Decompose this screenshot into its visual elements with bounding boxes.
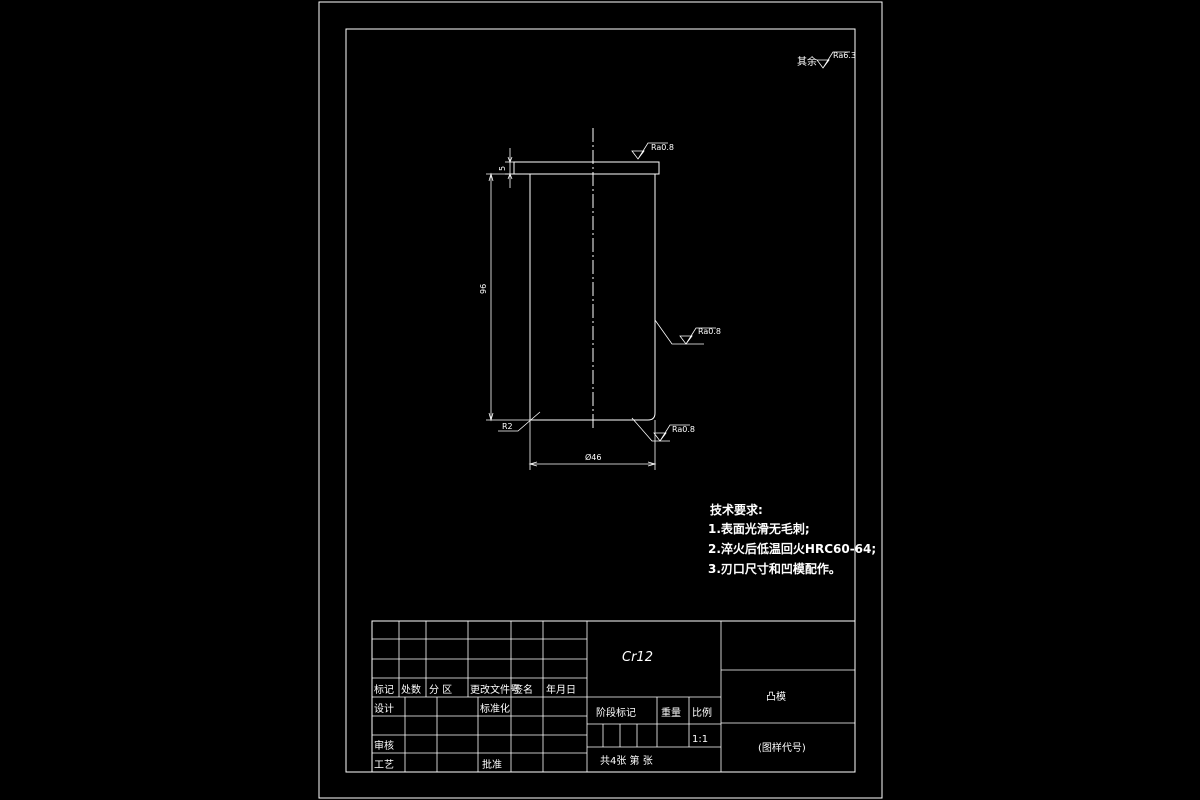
tb-weight: 重量	[661, 706, 681, 719]
punch-part	[513, 128, 660, 428]
body-height-value: 96	[479, 284, 488, 294]
tb-stage-mark: 阶段标记	[596, 706, 636, 719]
side-finish-value: Ra0.8	[698, 327, 721, 336]
tb-drawing-code: (图样代号)	[758, 741, 806, 754]
tb-part-name: 凸模	[766, 691, 786, 703]
bottom-finish-symbol	[653, 424, 690, 442]
tb-zone: 分 区	[429, 684, 452, 696]
top-finish-symbol	[631, 142, 668, 160]
tb-material: Cr12	[622, 650, 653, 665]
tb-scale: 比例	[692, 706, 712, 719]
bottom-finish-leader	[631, 417, 670, 442]
tb-signature: 签名	[513, 683, 533, 696]
tb-change-doc: 更改文件号	[470, 683, 520, 696]
remaining-finish-value: Ra6.3	[833, 51, 856, 60]
diameter-dimension	[528, 420, 657, 470]
radius-leader	[498, 411, 541, 432]
tb-standardize: 标准化	[480, 702, 510, 715]
tech-req-item-3: 3.刃口尺寸和凹模配作。	[708, 561, 841, 576]
sheet-outer-border	[318, 1, 883, 799]
flange-height-value: 5	[498, 166, 507, 171]
punch-body	[529, 174, 656, 421]
side-finish-symbol	[679, 327, 716, 345]
title-block	[371, 620, 856, 773]
tb-date: 年月日	[546, 683, 576, 696]
diameter-value: Ø46	[585, 452, 601, 462]
tb-design: 设计	[374, 702, 394, 715]
tech-req-item-2: 2.淬火后低温回火HRC60-64;	[708, 541, 876, 556]
tb-count: 处数	[401, 683, 421, 696]
tb-approve: 批准	[482, 758, 502, 771]
tb-check: 审核	[374, 739, 394, 752]
bottom-finish-value: Ra0.8	[672, 425, 695, 434]
remaining-finish-label: 其余	[797, 55, 817, 68]
tech-req-title: 技术要求:	[710, 502, 763, 517]
side-finish-leader	[654, 319, 704, 345]
body-height-dimension	[486, 172, 530, 422]
radius-value: R2	[502, 422, 513, 431]
tech-req-item-1: 1.表面光滑无毛刺;	[708, 521, 810, 536]
remaining-finish-symbol	[816, 51, 850, 69]
tb-process: 工艺	[374, 759, 394, 771]
tb-sheets: 共4张 第 张	[600, 754, 653, 767]
tb-scale-value: 1:1	[692, 734, 708, 745]
tb-mark: 标记	[374, 684, 394, 696]
punch-flange	[513, 161, 660, 175]
sheet-inner-border	[345, 28, 856, 773]
top-finish-value: Ra0.8	[651, 143, 674, 152]
